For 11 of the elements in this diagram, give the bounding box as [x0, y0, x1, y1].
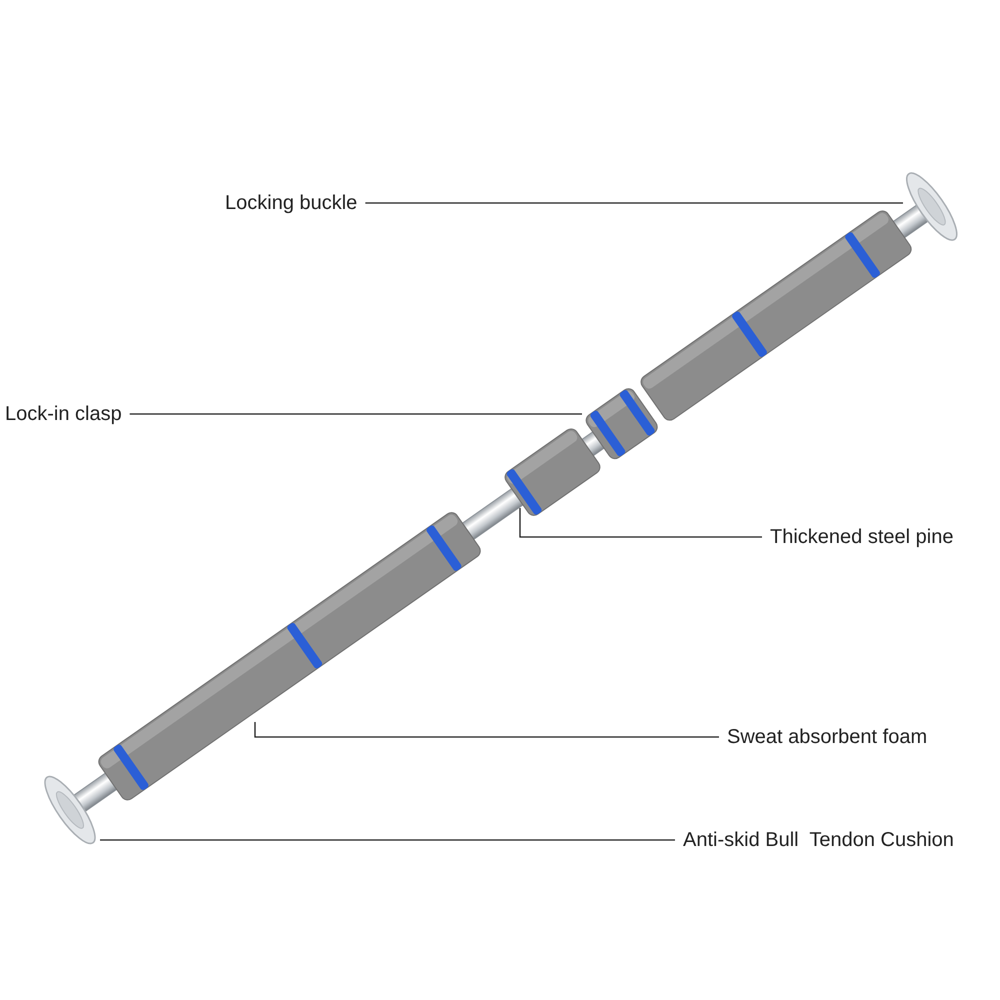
- rubber-end-pad-drawing: [44, 771, 119, 844]
- leader-line: [130, 413, 582, 415]
- part-label: Anti-skid Bull Tendon Cushion: [683, 828, 954, 852]
- part-label: Sweat absorbent foam: [727, 725, 928, 749]
- end-cap-drawing: [891, 172, 958, 241]
- leader-line: [100, 839, 675, 841]
- leader-line: [519, 508, 762, 538]
- leader-line: [254, 722, 719, 738]
- part-label: Lock-in clasp: [5, 402, 122, 426]
- part-label: Thickened steel pine: [770, 525, 954, 549]
- part-label: Locking buckle: [225, 191, 358, 215]
